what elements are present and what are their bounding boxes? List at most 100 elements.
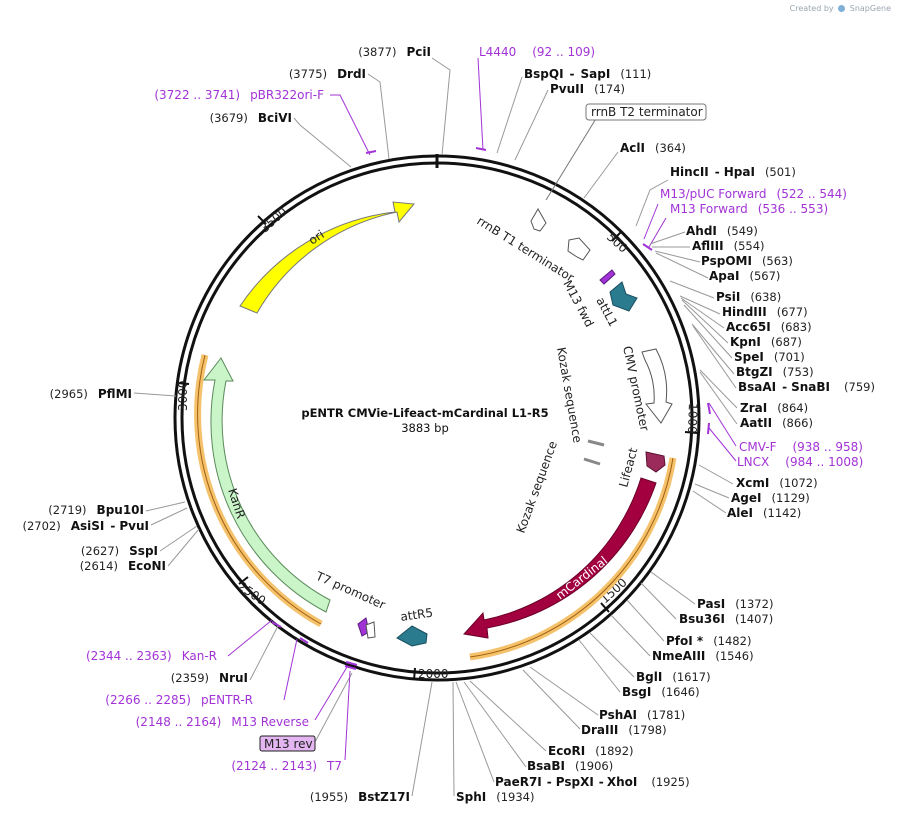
- tick-mark-1000: [684, 431, 698, 434]
- leader-pentr-r: [283, 638, 298, 701]
- cmv-f-mark: [707, 402, 711, 415]
- kozak-label-2: Kozak sequence: [514, 439, 560, 535]
- pbr322ori-f-mark: [365, 150, 377, 154]
- rrnb-t2-box: [585, 103, 707, 121]
- site-apai: ApaI(567): [709, 269, 780, 283]
- leader-spei: [683, 304, 733, 359]
- cmv-promoter-arrow: [641, 348, 673, 424]
- tick-mark-2500: [238, 576, 249, 585]
- leader-pflmi: [133, 392, 177, 397]
- leader-kan-r: [227, 619, 273, 657]
- attl1-arrow: [609, 281, 638, 312]
- leader-l4440: [477, 57, 484, 151]
- pentr-r-mark: [299, 637, 309, 644]
- leader-ahdi: [649, 231, 686, 245]
- tick-mark-3000: [176, 382, 190, 385]
- site-asisi: (2702)AsiSI-PvuI: [22, 519, 149, 533]
- primer-lncx: LNCX(984 .. 1008): [737, 455, 863, 469]
- leader-asisi: [150, 507, 188, 526]
- leader-pspomi: [654, 250, 701, 263]
- kozak-label-1: Kozak sequence: [554, 346, 585, 444]
- snapgene-logo-icon: [838, 5, 846, 12]
- site-pflmi: (2965)PflMI: [50, 387, 132, 401]
- leader-sphi: [452, 681, 455, 797]
- primer-labels: L4440(92 .. 109) M13/pUC Forward(522 .. …: [86, 45, 863, 773]
- site-agei: AgeI(1129): [731, 491, 810, 505]
- site-bspqi: BspQI-SapI(111): [524, 67, 651, 81]
- site-kpni: KpnI(687): [730, 335, 802, 349]
- leader-ecori: [469, 680, 547, 752]
- primer-kan-r: (2344 .. 2363)Kan-R: [86, 649, 217, 663]
- leader-bcivi: [293, 117, 352, 168]
- lifeact-label: Lifeact: [616, 446, 640, 489]
- leader-alei: [692, 490, 727, 514]
- credit-prefix: Created by: [789, 4, 834, 13]
- site-pasi: PasI(1372): [697, 597, 773, 611]
- leader-acli: [583, 151, 619, 199]
- leader-bsabi: [463, 681, 527, 768]
- leader-drdi: [367, 73, 390, 160]
- leader-paer7i: [455, 681, 495, 783]
- leader-bsaai: [692, 325, 737, 389]
- m13-reverse-mark: [345, 661, 358, 666]
- tick-label-3500: 3500: [258, 204, 290, 235]
- site-acc65i: Acc65I(683): [726, 320, 812, 334]
- leader-bstz17i: [411, 681, 433, 797]
- plasmid-length: 3883 bp: [401, 421, 449, 435]
- leader-m13-rev: [314, 672, 353, 743]
- ori-arrow: [239, 201, 415, 314]
- leader-bsgi: [578, 639, 621, 693]
- site-bsaai: BsaAI-SnaBI(759): [738, 380, 875, 394]
- site-pvuii: PvuII(174): [550, 82, 625, 96]
- kozak-mark-1: [587, 439, 605, 447]
- rrnb-t1-arrow: [567, 237, 591, 261]
- kozak-mark-2: [583, 457, 601, 466]
- site-sspi: (2627)SspI: [81, 544, 158, 558]
- leader-bsu36i: [640, 582, 677, 620]
- lifeact-arrow: [645, 451, 666, 473]
- tick-label-500: 500: [604, 230, 630, 256]
- tick-label-3000: 3000: [176, 380, 190, 411]
- site-paer7i: PaeR7I-PspXI-XhoI(1925): [495, 775, 690, 789]
- leader-t7: [344, 670, 351, 761]
- leader-hindiii: [679, 295, 721, 315]
- leader-nrui: [249, 625, 279, 681]
- t7-promoter-arrow: [365, 621, 376, 639]
- primer-marks: [271, 147, 711, 670]
- leader-acc65i: [680, 297, 725, 329]
- leader-m13-reverse: [314, 666, 348, 721]
- site-bstz17i: (1955)BstZ17I: [310, 790, 410, 804]
- site-bgli: BglI(1617): [636, 670, 711, 684]
- site-hindiii: HindIII(677): [722, 305, 808, 319]
- right-enzyme-labels: BspQI-SapI(111) PvuII(174) AclI(364) Hin…: [456, 67, 875, 804]
- primer-pentr-r: (2266 .. 2285)pENTR-R: [105, 693, 253, 707]
- leader-xcmi: [698, 464, 734, 485]
- leader-agei: [694, 483, 730, 499]
- leader-bpu10i: [145, 501, 186, 512]
- plasmid-name: pENTR CMVie-Lifeact-mCardinal L1-R5: [301, 406, 548, 420]
- rrnb-t2-arrow: [530, 208, 547, 232]
- left-enzyme-labels: (3877)PciI (3775)DrdI (3679)BciVI (2965)…: [22, 45, 431, 804]
- lncx-mark: [707, 422, 710, 435]
- site-hincii: HincII-HpaI(501): [670, 165, 796, 179]
- m13-puc-forward-mark: [642, 243, 653, 251]
- snapgene-credit: Created by SnapGene: [790, 4, 891, 13]
- tick-label-1000: 1000: [685, 403, 700, 434]
- site-ecori: EcoRI(1892): [548, 744, 634, 758]
- m13-fwd-arrow: [599, 269, 616, 285]
- site-nrui: (2359)NruI: [171, 671, 248, 685]
- leader-econi: [167, 528, 200, 567]
- leader-nmeaiii: [610, 614, 651, 657]
- tick-layer: 500 1000 1500 2000 2500 3000 3500: [176, 204, 700, 681]
- site-bpu10i: (2719)Bpu10I: [48, 503, 144, 517]
- primer-m13-puc-forward: M13/pUC Forward(522 .. 544): [660, 187, 847, 201]
- m13-fwd-label: M13 fwd: [560, 278, 596, 330]
- site-pshai: PshAI(1781): [599, 708, 685, 722]
- site-spei: SpeI(701): [734, 350, 805, 364]
- attr5-label: attR5: [399, 606, 433, 624]
- site-pfoi: PfoI *(1482): [666, 634, 751, 648]
- site-pspomi: PspOMI(563): [701, 254, 793, 268]
- site-bcivi: (3679)BciVI: [210, 111, 292, 125]
- leader-aatii: [699, 371, 738, 425]
